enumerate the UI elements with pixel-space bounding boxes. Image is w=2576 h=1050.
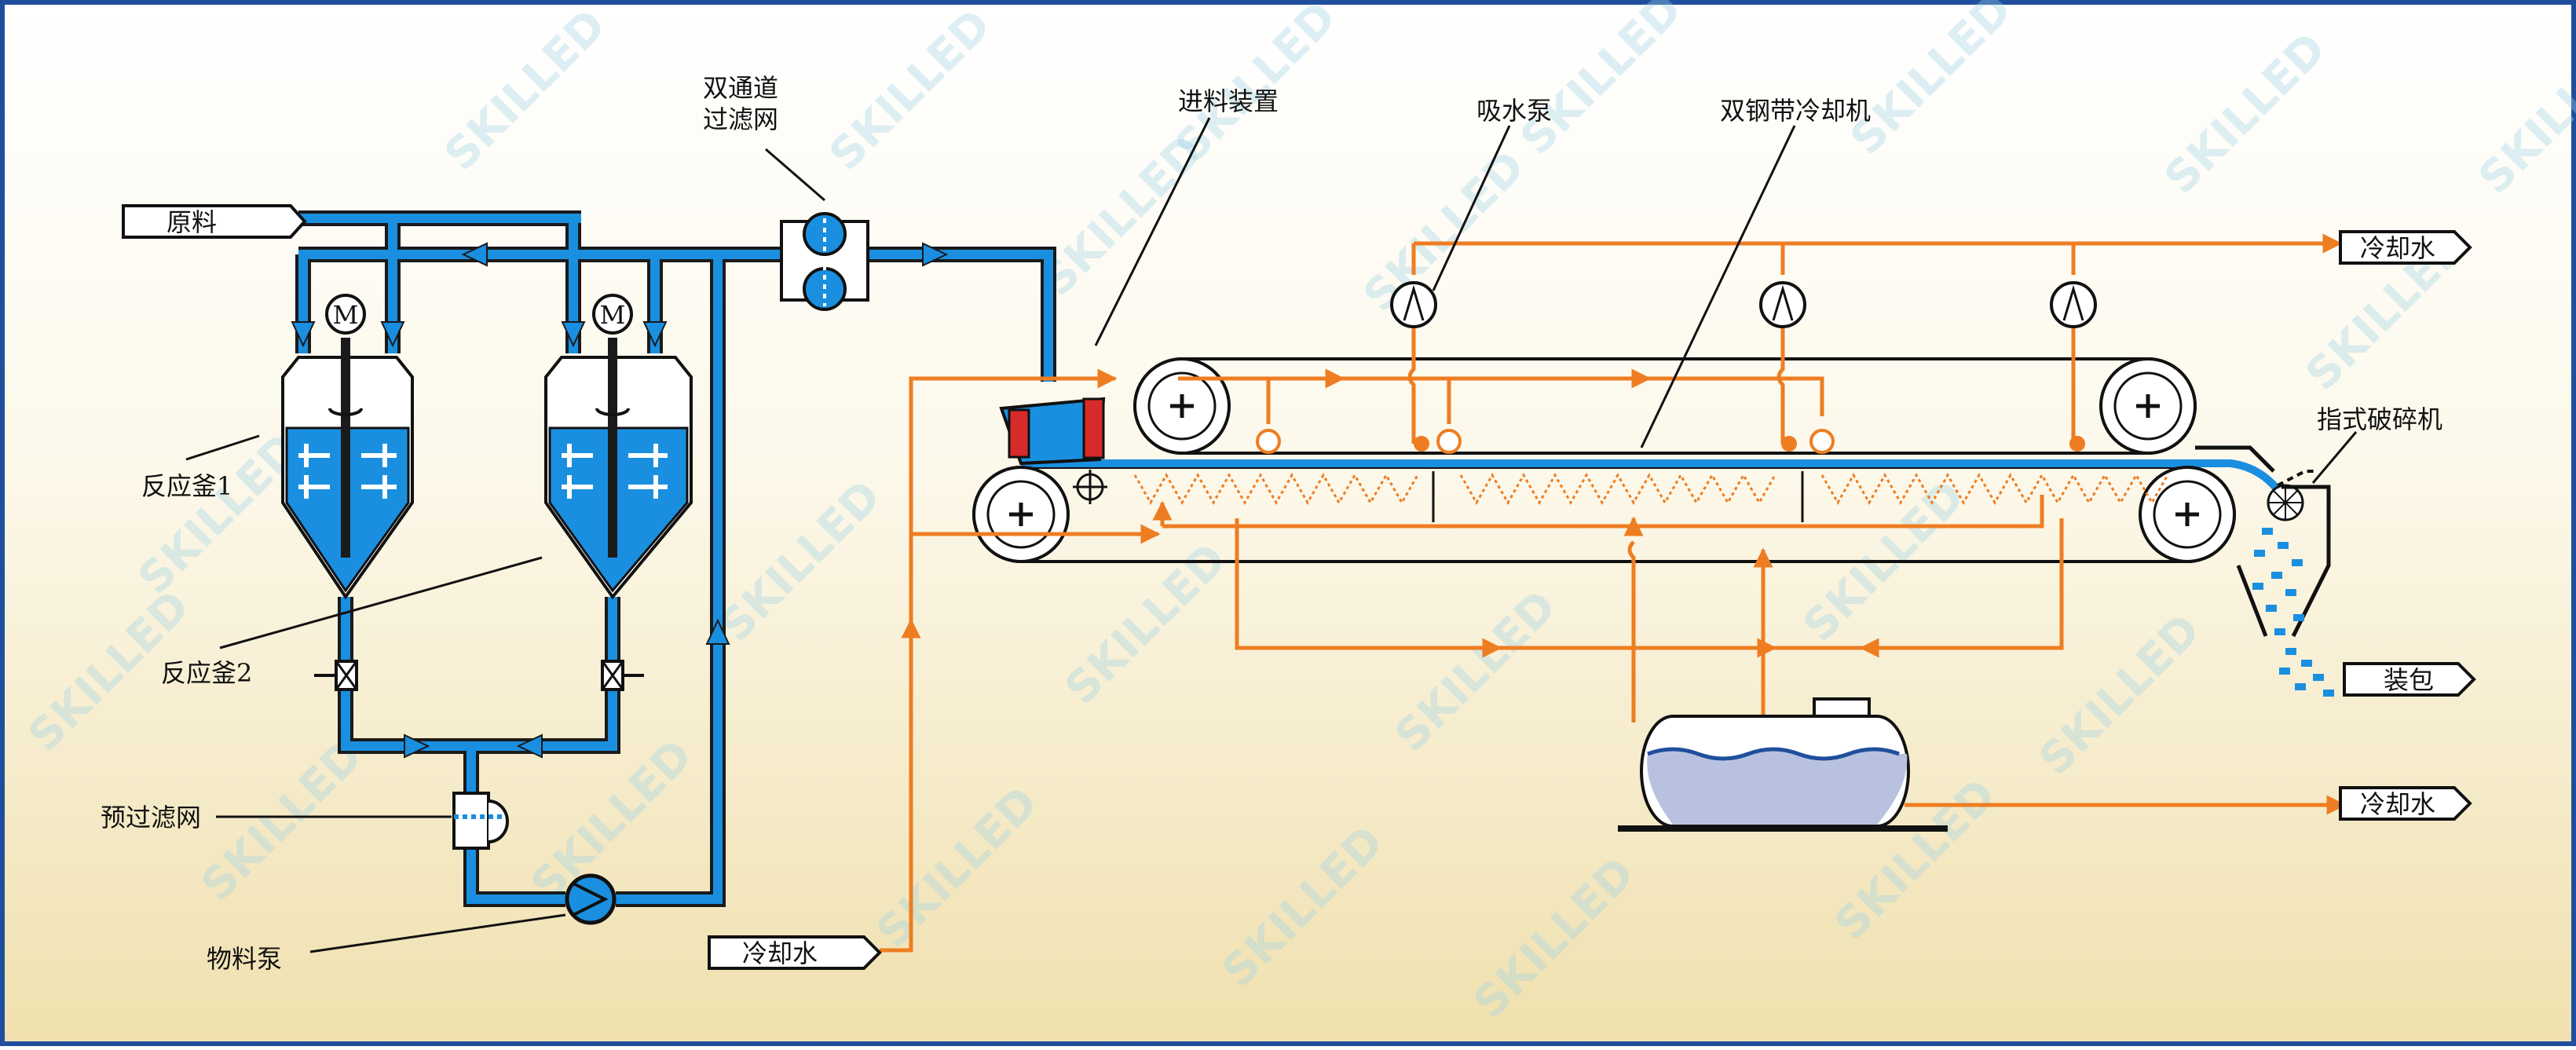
drum-upper-right-icon <box>2099 357 2197 455</box>
pre-filter-label: 预过滤网 <box>101 803 201 832</box>
feeding-device <box>999 397 1106 466</box>
material-pump <box>565 873 617 925</box>
suction-pump-label: 吸水泵 <box>1476 96 1552 126</box>
drum-lower-left-icon <box>972 466 1070 563</box>
finger-crusher <box>2195 445 2334 697</box>
reactor-2: M <box>544 294 693 600</box>
packing-tag: 装包 <box>2343 662 2476 697</box>
dual-filter-label-line1: 双通道 <box>703 73 778 103</box>
drum-lower-right-icon <box>2139 466 2236 563</box>
cooling-water-out-top-tag: 冷却水 <box>2339 230 2472 265</box>
motor-1-icon <box>325 294 366 335</box>
cooling-water-top-label: 冷却水 <box>2360 233 2435 263</box>
packing-label: 装包 <box>2384 665 2434 695</box>
dual-filter-label-line2: 过滤网 <box>703 104 778 134</box>
pre-filter <box>452 792 509 850</box>
feeding-device-label: 进料装置 <box>1178 86 1279 116</box>
valve-2-icon <box>601 660 644 691</box>
spray-nozzles <box>1133 472 2169 506</box>
material-pump-label: 物料泵 <box>207 944 282 974</box>
reactor-2-label: 反应釜2 <box>161 658 252 688</box>
crushed-particles <box>2252 528 2334 697</box>
valve-1-icon <box>314 660 358 691</box>
cooling-water-lines <box>880 233 2347 953</box>
crosshair-icon <box>1073 470 1107 504</box>
cooling-water-in-tag: 冷却水 <box>708 935 882 970</box>
raw-material-label: 原料 <box>166 207 217 237</box>
motor-1-label: M <box>333 300 359 330</box>
reactor-1-label: 反应釜1 <box>141 471 232 501</box>
cooling-water-out-right-tag: 冷却水 <box>2339 786 2472 821</box>
suction-heads <box>1256 429 2085 454</box>
leader-lines <box>185 117 2358 953</box>
suction-pump-2-icon <box>1759 281 1806 328</box>
blue-process-pipes <box>291 210 1056 907</box>
suction-pump-3-icon <box>2050 281 2097 328</box>
motor-2-icon <box>592 294 633 335</box>
raw-material-tag: 原料 <box>122 204 307 239</box>
dual-channel-filter <box>780 212 869 311</box>
water-tank <box>1618 697 1948 832</box>
cooling-water-right-label: 冷却水 <box>2360 789 2435 819</box>
cooling-water-bottom-label: 冷却水 <box>742 938 818 968</box>
cooler-label: 双钢带冷却机 <box>1720 96 1871 126</box>
drum-upper-left-icon <box>1133 357 1231 455</box>
motor-2-label: M <box>600 300 626 330</box>
reactor-1: M <box>281 294 414 600</box>
suction-pump-1-icon <box>1390 281 1437 328</box>
steel-belt-cooler <box>972 357 2285 563</box>
finger-crusher-label: 指式破碎机 <box>2317 404 2442 434</box>
